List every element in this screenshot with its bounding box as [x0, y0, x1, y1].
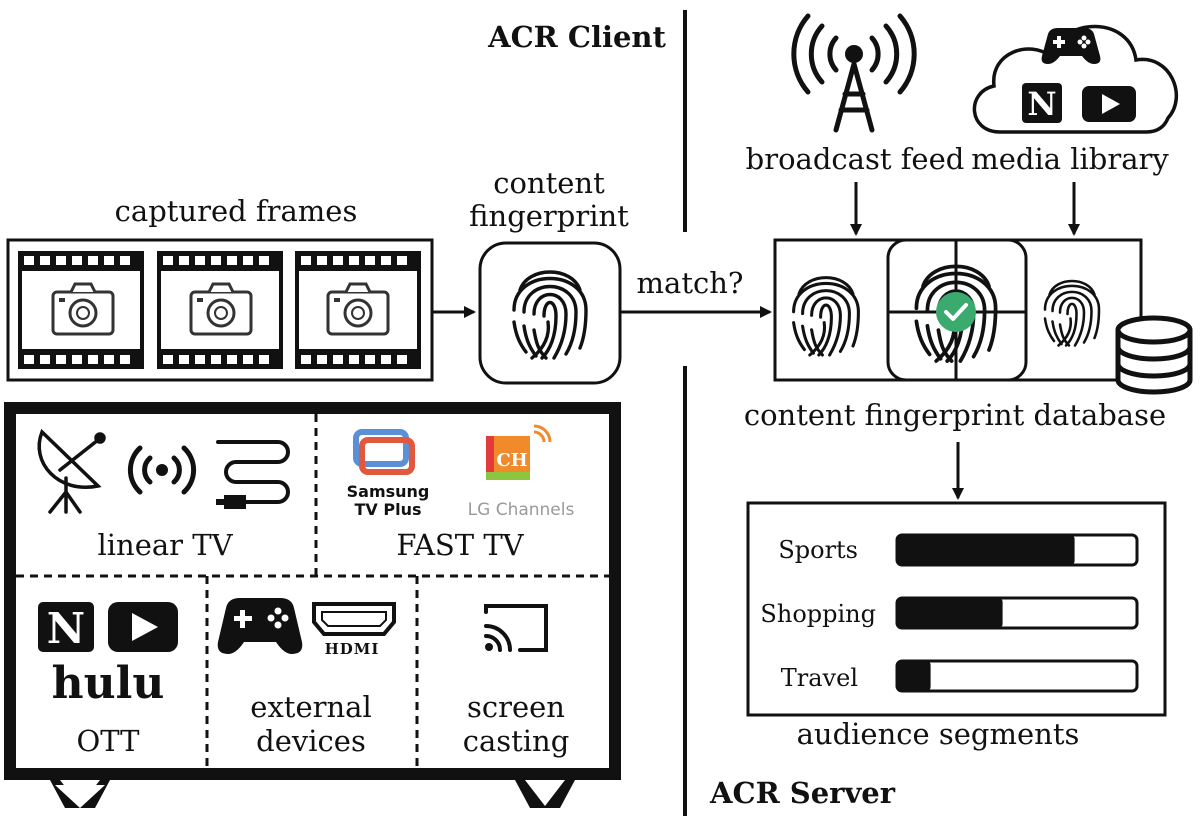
broadcast-feed-label: broadcast feed	[745, 142, 965, 176]
acr-server-title: ACR Server	[710, 776, 896, 810]
check-icon	[936, 292, 976, 332]
hdmi-icon: HDMI	[312, 602, 396, 658]
fingerprint-label-line2: fingerprint	[469, 199, 629, 233]
audience-segments-label: audience segments	[796, 717, 1080, 751]
segment-bar-track-travel	[895, 659, 1139, 693]
youtube-icon-cloud	[1082, 86, 1136, 122]
segment-label-shopping: Shopping	[760, 600, 876, 628]
segment-bar-fill-sports	[897, 535, 1075, 565]
database-label: content fingerprint database	[743, 398, 1167, 432]
screen-casting-line2: casting	[462, 724, 570, 758]
ott-label: OTT	[76, 724, 140, 758]
gamepad-icon-cloud	[1041, 28, 1101, 64]
database-cylinder-icon	[1115, 315, 1193, 395]
screen-cast-icon	[484, 604, 548, 652]
cable-icon	[216, 440, 290, 509]
fingerprint-label-line1: content	[493, 166, 605, 200]
tv-leg-left	[50, 780, 110, 808]
media-library-label: media library	[971, 142, 1169, 176]
hulu-logo: hulu	[52, 658, 165, 709]
external-devices-line2: devices	[256, 724, 366, 758]
segment-label-travel: Travel	[780, 664, 858, 692]
svg-text:N: N	[1027, 85, 1056, 123]
external-devices-line1: external	[250, 690, 372, 724]
netflix-icon-tv: N	[38, 602, 94, 653]
lg-channels-text: LG Channels	[467, 500, 575, 520]
acr-client-title: ACR Client	[488, 20, 666, 54]
satellite-dish-icon	[37, 428, 106, 514]
segment-bars	[895, 533, 1139, 693]
match-label: match?	[636, 266, 744, 300]
gamepad-icon-tv	[217, 598, 303, 654]
fingerprint-box	[478, 241, 622, 385]
fast-tv-label: FAST TV	[396, 528, 524, 562]
antenna-signal-icon	[127, 445, 197, 495]
svg-text:N: N	[47, 604, 85, 653]
screen-casting-line1: screen	[467, 690, 565, 724]
youtube-icon-tv	[108, 602, 178, 652]
film-frame-1	[18, 251, 144, 369]
film-frame-2	[157, 251, 283, 369]
segment-bar-fill-shopping	[897, 598, 1003, 628]
samsung-tv-plus-logo	[353, 429, 415, 475]
svg-text:CH: CH	[496, 450, 527, 471]
segment-label-sports: Sports	[778, 536, 858, 564]
captured-frames-label: captured frames	[114, 194, 358, 228]
svg-text:HDMI: HDMI	[325, 640, 380, 658]
linear-tv-label: linear TV	[97, 528, 233, 562]
lg-channels-logo: CH	[486, 424, 552, 480]
netflix-icon-cloud: N	[1022, 83, 1062, 123]
film-frame-3	[295, 251, 421, 369]
segment-bar-fill-travel	[897, 661, 931, 691]
broadcast-tower-icon	[791, 13, 917, 133]
